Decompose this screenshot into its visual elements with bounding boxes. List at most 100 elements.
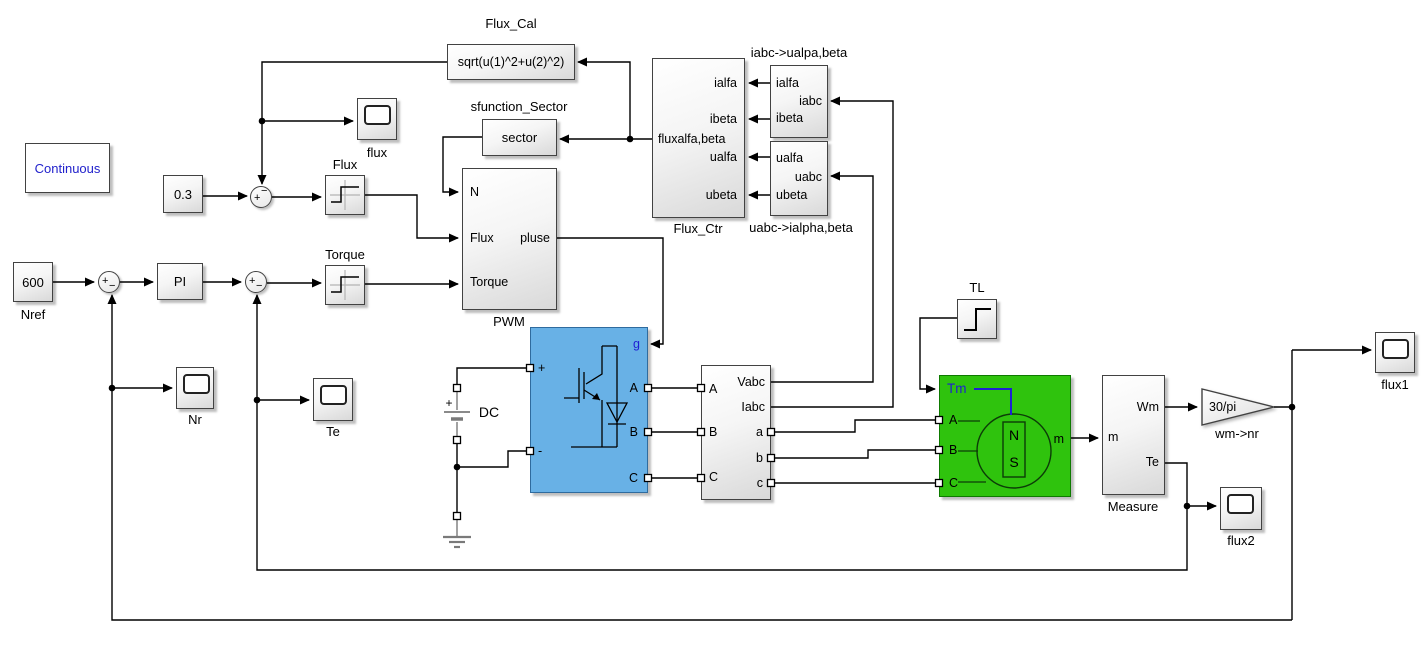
iabc2u-port-ialfa: ialfa xyxy=(776,76,799,90)
inverter-port-c: C xyxy=(628,471,638,485)
wire-fluxctr-to-fluxcal[interactable] xyxy=(577,57,652,140)
scope-te-block[interactable] xyxy=(313,378,353,421)
measure-label: Measure xyxy=(1107,499,1159,514)
scope-screen-icon xyxy=(364,105,391,125)
igbt-diode-icon xyxy=(564,345,629,448)
inverter-port-a: A xyxy=(629,381,638,395)
scope-screen-icon xyxy=(320,385,347,405)
wire-dc-minus[interactable] xyxy=(457,450,530,468)
gain-block[interactable]: 30/pi xyxy=(1196,383,1298,431)
dc-plus-sign: + xyxy=(445,396,453,410)
pwm-port-torque: Torque xyxy=(470,275,509,289)
flux-reference-value: 0.3 xyxy=(173,186,193,202)
scope-flux1-block[interactable] xyxy=(1375,332,1415,373)
scope-flux-block[interactable] xyxy=(357,98,397,140)
scope-screen-icon xyxy=(183,374,210,394)
sum-speed-plus-sign: + xyxy=(102,275,109,287)
fluxctr-port-fluxalfabeta: fluxalfa,beta xyxy=(658,132,726,146)
wire-phase-a[interactable] xyxy=(771,419,939,433)
vi-measurement-block[interactable]: A B C Vabc Iabc a b c xyxy=(701,365,771,500)
uabc-to-ialphabeta-block[interactable]: ualfa ubeta uabc xyxy=(770,141,828,216)
sum-speed-minus-sign: − xyxy=(109,280,116,292)
iabc2u-port-iabc: iabc xyxy=(799,94,822,108)
machine-port-b: B xyxy=(949,443,958,457)
iabc-to-ualphabeta-block[interactable]: ialfa ibeta iabc xyxy=(770,65,828,138)
flux-cal-block[interactable]: sqrt(u(1)^2+u(2)^2) xyxy=(447,44,575,80)
sector-text: sector xyxy=(501,130,538,145)
scope-nr-block[interactable] xyxy=(176,367,214,409)
iabc-to-ualphabeta-label: iabc->ualpa,beta xyxy=(750,45,848,60)
flux-reference-constant[interactable]: 0.3 xyxy=(163,175,203,213)
relay-torque-block[interactable] xyxy=(325,265,365,305)
fluxctr-port-ualfa: ualfa xyxy=(709,150,737,164)
sector-label: sfunction_Sector xyxy=(470,99,568,114)
sector-block[interactable]: sector xyxy=(482,119,557,156)
pi-label: PI xyxy=(173,274,187,289)
wire-dc-plus[interactable] xyxy=(456,367,530,385)
step-icon xyxy=(964,308,991,331)
measure-port-wm: Wm xyxy=(1136,400,1159,414)
dc-source-label: DC xyxy=(478,404,500,420)
relay-torque-label: Torque xyxy=(325,247,365,262)
relay-flux-label: Flux xyxy=(332,157,358,172)
scope-screen-icon xyxy=(1227,494,1254,514)
hysteresis-icon xyxy=(330,180,360,210)
rotor-n-label: N xyxy=(1008,427,1020,443)
uabc2i-port-uabc: uabc xyxy=(794,170,822,184)
fluxctr-port-ialfa: ialfa xyxy=(714,76,737,90)
powergui-label: Continuous xyxy=(34,160,101,176)
speed-reference-value: 600 xyxy=(22,274,44,290)
inverter-port-minus: - xyxy=(538,444,543,458)
speed-reference-constant[interactable]: 600 xyxy=(13,262,53,302)
uabc-to-ialphabeta-label: uabc->ialpha,beta xyxy=(749,220,853,235)
pwm-subsystem-block[interactable]: N Flux Torque pluse xyxy=(462,168,557,310)
powergui-block[interactable]: Continuous xyxy=(25,143,110,193)
sum-flux-minus-sign: − xyxy=(261,185,268,197)
measure-subsystem-block[interactable]: m Wm Te xyxy=(1102,375,1165,495)
vi-port-B: B xyxy=(709,425,718,439)
machine-port-a: A xyxy=(949,413,958,427)
scope-flux2-block[interactable] xyxy=(1220,487,1262,530)
uabc2i-port-ualfa: ualfa xyxy=(776,151,804,165)
machine-port-c: C xyxy=(949,476,959,490)
scope-te-label: Te xyxy=(326,424,340,439)
fluxctr-port-ubeta: ubeta xyxy=(705,188,737,202)
sum-speed[interactable]: + − xyxy=(98,271,120,293)
speed-reference-label: Nref xyxy=(20,307,46,322)
pwm-port-n: N xyxy=(470,185,480,199)
ground-symbol[interactable] xyxy=(443,519,471,549)
fluxctr-port-ibeta: ibeta xyxy=(709,112,737,126)
vi-port-c: c xyxy=(756,476,763,490)
electrical-ports[interactable] xyxy=(452,363,944,521)
flux-ctr-subsystem-block[interactable]: ialfa ibeta ualfa ubeta fluxalfa,beta xyxy=(652,58,745,218)
vi-port-iabc: Iabc xyxy=(741,400,765,414)
gain-value: 30/pi xyxy=(1209,400,1237,414)
sum-torque[interactable]: + − xyxy=(245,271,267,293)
wire-relayflux-to-pwm[interactable] xyxy=(365,194,459,243)
pwm-label: PWM xyxy=(493,314,525,329)
relay-flux-block[interactable] xyxy=(325,175,365,215)
inverter-bridge-block[interactable]: g + - A B C xyxy=(530,327,648,493)
pi-controller-block[interactable]: PI xyxy=(157,263,203,300)
vi-port-C: C xyxy=(709,470,719,484)
scope-screen-icon xyxy=(1382,339,1409,359)
iabc2u-port-ibeta: ibeta xyxy=(776,111,804,125)
scope-flux1-label: flux1 xyxy=(1381,377,1409,392)
vi-port-vabc: Vabc xyxy=(737,375,765,389)
inverter-port-b: B xyxy=(629,425,638,439)
measure-port-m: m xyxy=(1108,430,1119,444)
sum-torque-plus-sign: + xyxy=(249,275,256,287)
sum-torque-minus-sign: − xyxy=(256,280,263,292)
uabc2i-port-ubeta: ubeta xyxy=(776,188,808,202)
inverter-port-plus: + xyxy=(538,361,546,375)
tl-step-block[interactable] xyxy=(957,299,997,339)
vi-port-b: b xyxy=(756,451,763,465)
pwm-port-flux: Flux xyxy=(470,231,494,245)
pmsm-machine-block[interactable]: Tm A B C m N S xyxy=(939,375,1071,497)
sum-flux[interactable]: + − xyxy=(250,186,272,208)
sum-flux-plus-sign: + xyxy=(254,192,261,204)
machine-port-tm: Tm xyxy=(947,381,967,396)
hysteresis-icon xyxy=(330,270,360,300)
wire-phase-b[interactable] xyxy=(771,449,939,459)
